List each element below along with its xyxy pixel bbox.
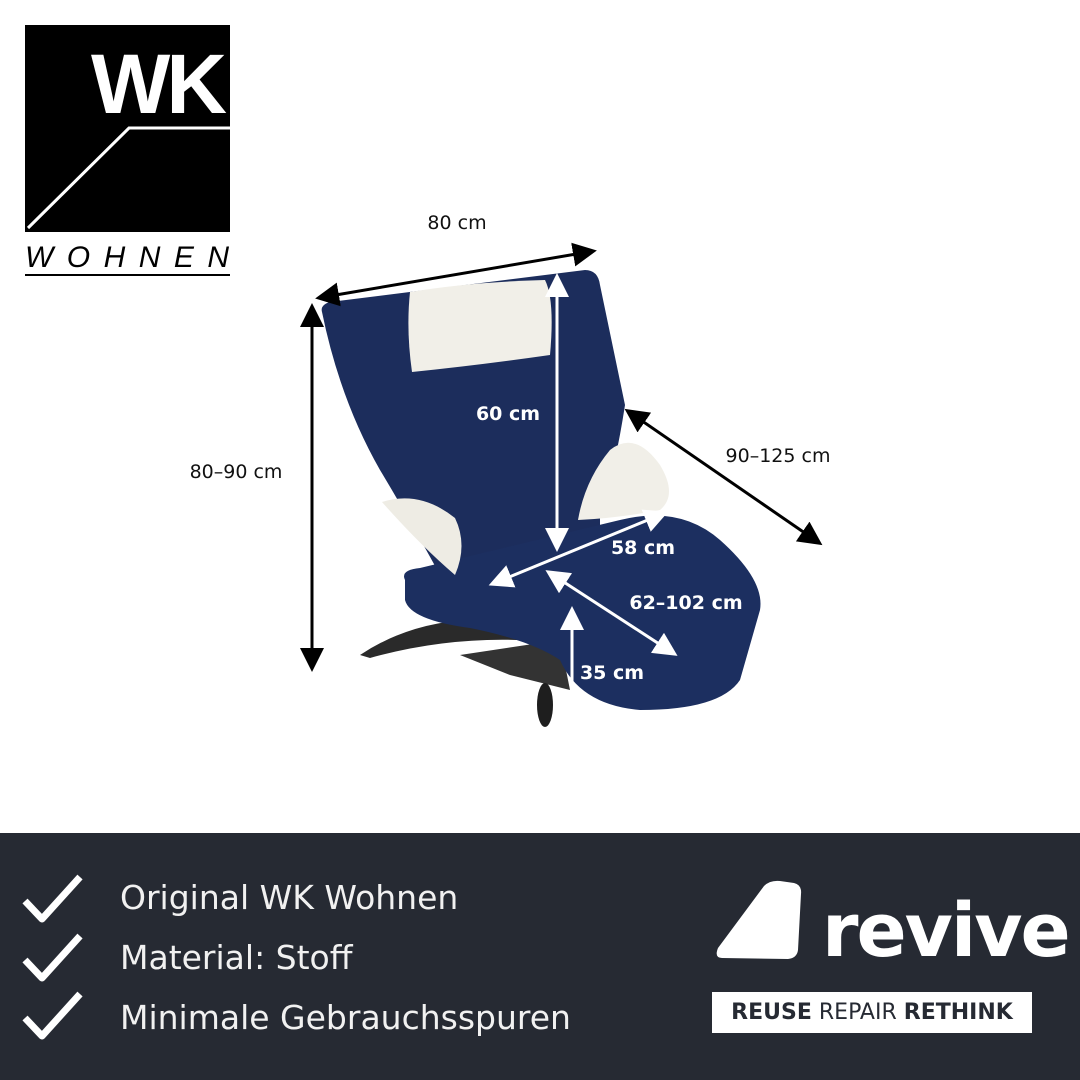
revive-tagline: REUSE REPAIR RETHINK [712,992,1032,1033]
seat-width-label: 58 cm [610,537,676,559]
wk-wohnen-logo: WK WOHNEN [25,25,231,280]
feature-condition: Minimale Gebrauchsspuren [120,998,571,1037]
svg-text:WK: WK [91,37,226,131]
seat-height-label: 35 cm [579,662,645,684]
wk-logo-graphic: WK WOHNEN [25,25,230,276]
width-label: 80 cm [427,212,487,234]
checkmark-icon [22,874,83,923]
revive-logo-icon [716,880,802,959]
left-arm-cushion [382,498,462,575]
checkmark-icon [22,991,83,1040]
depth-label: 90–125 cm [725,445,831,467]
revive-wordmark: revive [822,888,1071,974]
tag-rethink: RETHINK [903,1000,1013,1025]
backrest-height-label: 60 cm [475,403,541,425]
tag-repair: REPAIR [818,1000,897,1025]
seat-depth-label: 62–102 cm [629,592,743,614]
chair-illustration [300,242,823,727]
feature-material: Material: Stoff [120,938,353,977]
feature-original: Original WK Wohnen [120,878,459,917]
dimension-arrows [300,242,823,710]
checkmark-icon [22,933,83,982]
info-banner [0,833,1080,1080]
tag-reuse: REUSE [731,1000,812,1025]
height-label: 80–90 cm [189,461,283,483]
